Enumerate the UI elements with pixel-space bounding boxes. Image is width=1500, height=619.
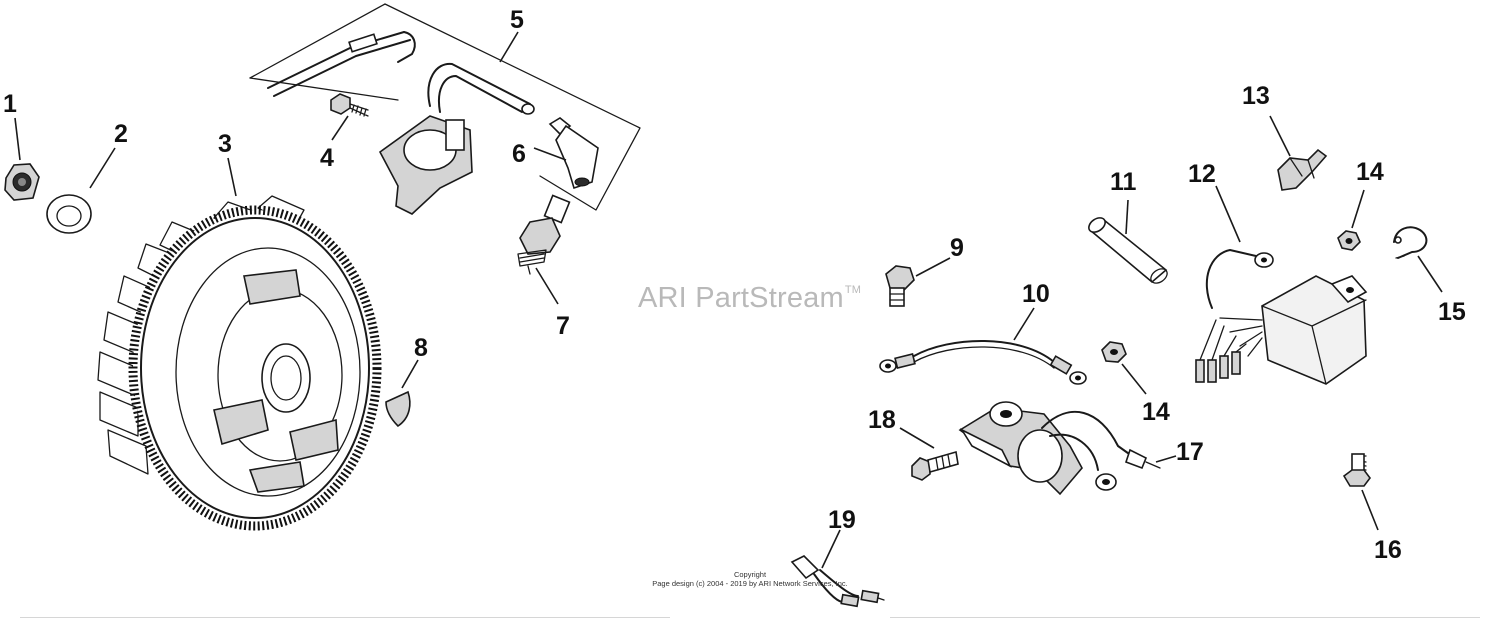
- leader-line: [401, 359, 419, 389]
- leader-line: [89, 147, 116, 189]
- ground-lead-icon[interactable]: [879, 339, 1087, 385]
- leader-line: [1215, 185, 1241, 243]
- callout-18[interactable]: 18: [868, 406, 896, 434]
- watermark: ARI PartStreamTM: [638, 282, 861, 315]
- callout-10[interactable]: 10: [1022, 280, 1050, 308]
- leader-line: [499, 31, 519, 63]
- washer-icon[interactable]: [46, 194, 92, 234]
- copyright-page-design: Page design (c) 2004 - 2019 by ARI Netwo…: [652, 579, 848, 588]
- spark-plug-boot-icon[interactable]: [548, 117, 599, 190]
- leader-line: [915, 257, 951, 277]
- hex-nut-icon[interactable]: [4, 163, 40, 201]
- leader-line: [14, 117, 21, 161]
- leader-line: [1417, 255, 1443, 293]
- watermark-text: ARI PartStream: [638, 282, 844, 314]
- callout-12[interactable]: 12: [1188, 160, 1216, 188]
- wire-clip-icon[interactable]: [1277, 148, 1328, 191]
- leader-line: [1351, 189, 1365, 229]
- rectifier-regulator-icon[interactable]: [1195, 249, 1368, 385]
- ignition-module-kit-icon[interactable]: [249, 3, 641, 215]
- callout-15[interactable]: 15: [1438, 298, 1466, 326]
- leader-line: [1121, 363, 1147, 395]
- hex-nut-icon[interactable]: [1337, 230, 1361, 251]
- leader-line: [1013, 307, 1035, 341]
- callout-1[interactable]: 1: [3, 90, 17, 118]
- copyright-label: Copyright: [733, 570, 767, 579]
- woodruff-key-icon[interactable]: [385, 390, 411, 428]
- callout-6[interactable]: 6: [512, 140, 526, 168]
- leader-line: [821, 529, 841, 569]
- wire-harness-icon[interactable]: [790, 555, 885, 608]
- leader-line: [535, 267, 559, 305]
- callout-11[interactable]: 11: [1110, 168, 1137, 196]
- leader-line: [1125, 199, 1129, 235]
- cable-tie-icon[interactable]: [1393, 226, 1428, 259]
- copyright-notice: Copyright Page design (c) 2004 - 2019 by…: [640, 570, 860, 588]
- callout-17[interactable]: 17: [1176, 438, 1204, 466]
- bolt-icon[interactable]: [885, 265, 915, 307]
- screw-icon[interactable]: [1342, 453, 1371, 487]
- callout-5[interactable]: 5: [510, 6, 524, 34]
- leader-line: [227, 157, 237, 197]
- screw-icon[interactable]: [330, 93, 369, 117]
- callout-19[interactable]: 19: [828, 506, 856, 534]
- footer-divider-right: [890, 617, 1480, 618]
- leader-line: [1269, 115, 1291, 157]
- callout-13[interactable]: 13: [1242, 82, 1270, 110]
- flywheel-icon[interactable]: [97, 195, 382, 531]
- trademark-symbol: TM: [844, 284, 862, 296]
- leader-line: [533, 147, 567, 161]
- callout-9[interactable]: 9: [950, 234, 964, 262]
- leader-line: [1361, 489, 1379, 531]
- leader-line: [331, 115, 349, 141]
- spacer-tube-icon[interactable]: [1086, 215, 1170, 286]
- callout-2[interactable]: 2: [114, 120, 128, 148]
- callout-8[interactable]: 8: [414, 334, 428, 362]
- footer-divider-left: [20, 617, 670, 618]
- leader-line: [899, 427, 935, 449]
- callout-14-bottom[interactable]: 14: [1142, 398, 1170, 426]
- screw-icon[interactable]: [911, 450, 959, 481]
- callout-7[interactable]: 7: [556, 312, 570, 340]
- hex-nut-icon[interactable]: [1101, 341, 1127, 363]
- callout-3[interactable]: 3: [218, 130, 232, 158]
- callout-4[interactable]: 4: [320, 144, 334, 172]
- leader-line: [1155, 455, 1177, 463]
- callout-16[interactable]: 16: [1374, 536, 1402, 564]
- callout-14-top[interactable]: 14: [1356, 158, 1384, 186]
- spark-plug-icon[interactable]: [517, 194, 571, 275]
- stator-icon[interactable]: [958, 401, 1161, 496]
